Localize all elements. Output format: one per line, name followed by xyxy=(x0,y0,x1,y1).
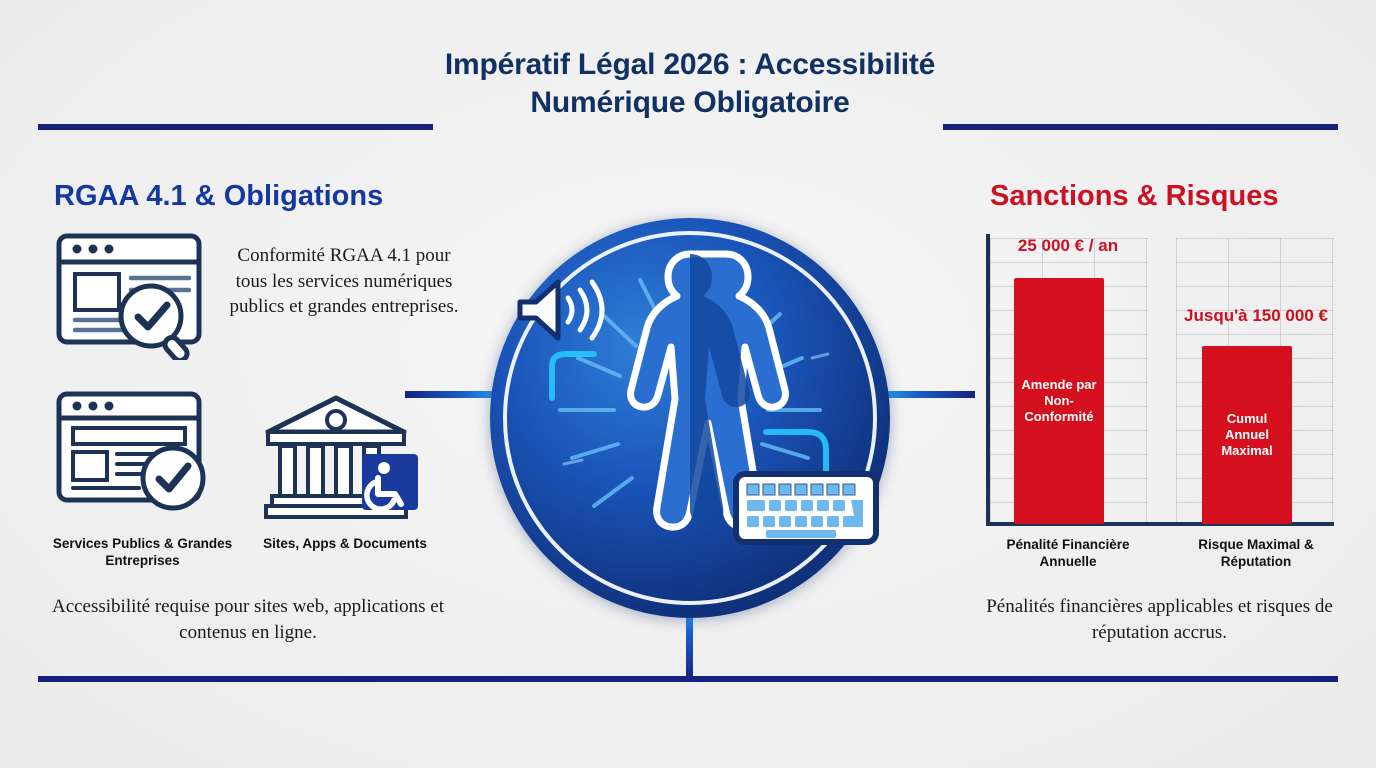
right-paragraph-bottom: Pénalités financières applicables et ris… xyxy=(986,596,1333,643)
bar-risque-maximal: Cumul Annuel Maximal xyxy=(1202,346,1292,524)
browser-check-icon-caption: Services Publics & Grandes Entreprises xyxy=(52,536,233,569)
bar-penalite-financiere: Amende par Non-Conformité xyxy=(1014,278,1104,524)
institution-accessibility-icon-caption: Sites, Apps & Documents xyxy=(263,536,427,551)
connector-line-down xyxy=(686,600,693,680)
sanctions-bar-chart: Amende par Non-Conformité Cumul Annuel M… xyxy=(980,228,1335,528)
left-section-heading: RGAA 4.1 & Obligations xyxy=(54,180,384,212)
institution-accessibility-icon xyxy=(258,390,430,527)
emblem-ring xyxy=(503,231,877,605)
divider-top-left xyxy=(38,124,433,130)
left-paragraph-top: Conformité RGAA 4.1 pour tous les servic… xyxy=(229,245,459,318)
connector-line-left xyxy=(405,391,515,398)
right-section-heading: Sanctions & Risques xyxy=(990,180,1279,212)
chart-category-label-2: Risque Maximal & Réputation xyxy=(1198,537,1314,570)
chart-x-axis xyxy=(986,522,1334,526)
browser-audit-icon xyxy=(55,232,215,365)
browser-check-icon xyxy=(55,390,227,523)
page-title: Impératif Légal 2026 : Accessibilité Num… xyxy=(444,48,936,120)
chart-category-label-1: Pénalité Financière Annuelle xyxy=(1006,537,1130,570)
divider-top-right xyxy=(943,124,1338,130)
bar-value-label-2: Jusqu'à 150 000 € xyxy=(1184,306,1328,325)
chart-y-axis xyxy=(986,234,990,526)
digital-accessibility-emblem xyxy=(490,218,890,618)
left-paragraph-bottom: Accessibilité requise pour sites web, ap… xyxy=(51,596,445,643)
connector-line-right xyxy=(865,391,975,398)
bar-value-label-1: 25 000 € / an xyxy=(1017,236,1119,255)
